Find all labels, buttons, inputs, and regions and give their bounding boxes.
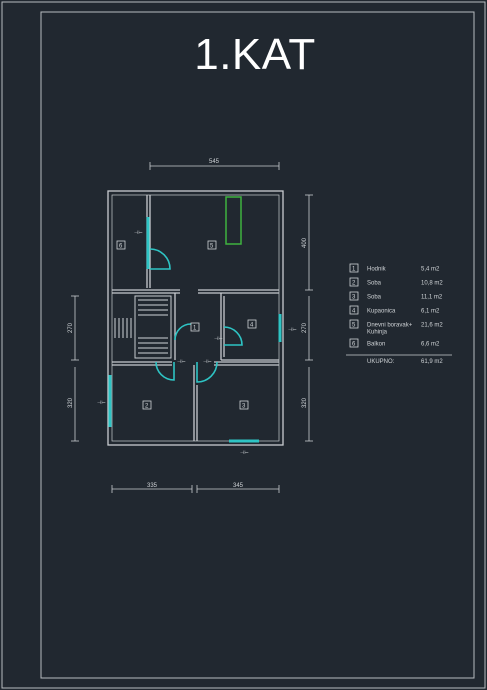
- table-row: 4 Kupaonica 6,1 m2: [349, 305, 440, 315]
- table-row: 5 Dnevni boravak+Kuhinja 21,6 m2: [349, 319, 443, 336]
- table-row: 3 Soba 11,1 m2: [349, 291, 443, 301]
- room-tag-3: 3: [242, 404, 246, 410]
- dim-right-middle: 270: [302, 322, 308, 333]
- inner-frame: [40, 11, 475, 679]
- row-number-box: [349, 305, 359, 315]
- marker: ⊣⊢: [134, 229, 143, 236]
- dim-top: 545: [209, 159, 220, 165]
- row-room-name: Dnevni boravak+Kuhinja: [367, 323, 413, 336]
- row-area: 10,8 m2: [421, 281, 443, 287]
- door-bathroom: [223, 326, 243, 346]
- row-number: 4: [352, 309, 356, 315]
- row-area: 5,4 m2: [421, 267, 440, 273]
- row-area: 21,6 m2: [421, 323, 443, 329]
- dim-left-lower: 320: [68, 397, 74, 408]
- table-row: 1 Hodnik 5,4 m2: [349, 263, 440, 273]
- room-tag-1: 1: [193, 326, 197, 332]
- row-room-name: Balkon: [367, 342, 385, 348]
- row-number: 5: [352, 323, 356, 329]
- door-room-2: [155, 361, 175, 381]
- row-room-name: Soba: [367, 281, 382, 287]
- dimension-labels: 545 270 320 400 270 320 335 345: [68, 159, 308, 489]
- marker: ⊣⊢: [214, 335, 223, 342]
- dim-right-lower: 320: [302, 397, 308, 408]
- dim-left-upper: 270: [68, 322, 74, 333]
- row-room-name: Soba: [367, 295, 382, 301]
- row-room-name: Hodnik: [367, 267, 387, 273]
- room-tag-2: 2: [145, 404, 149, 410]
- outer-wall: [107, 190, 284, 446]
- marker: ⊣⊢: [97, 399, 106, 406]
- table-total-label: UKUPNO:: [367, 359, 395, 365]
- marker: ⊣⊢: [203, 358, 212, 365]
- row-area: 6,6 m2: [421, 342, 440, 348]
- row-number: 1: [352, 267, 356, 273]
- row-number-box: [349, 338, 359, 348]
- room-tags: 6 5 1 4 2 3: [116, 240, 257, 410]
- row-area: 6,1 m2: [421, 309, 440, 315]
- row-number-box: [349, 319, 359, 329]
- row-number: 3: [352, 295, 356, 301]
- room-tag-5: 5: [210, 244, 214, 250]
- row-number: 2: [352, 281, 356, 287]
- staircase: [114, 299, 168, 354]
- windows: [108, 217, 282, 443]
- row-room-name: Kupaonica: [367, 309, 396, 315]
- row-number-box: [349, 291, 359, 301]
- dim-bottom-left: 335: [147, 483, 158, 489]
- room-tag-6: 6: [119, 244, 123, 250]
- doors: [149, 248, 243, 383]
- marker: ⊣⊢: [288, 326, 297, 333]
- marker: ⊣⊢: [177, 358, 186, 365]
- door-balcony: [149, 248, 171, 270]
- room-tag-4: 4: [250, 323, 254, 329]
- dimension-lines: [71, 162, 313, 493]
- table-row: 6 Balkon 6,6 m2: [349, 338, 440, 348]
- table-row: 2 Soba 10,8 m2: [349, 277, 443, 287]
- door-living: [174, 323, 192, 341]
- door-room-3: [196, 361, 218, 383]
- table-total-area: 61,9 m2: [421, 359, 443, 365]
- row-number-box: [349, 263, 359, 273]
- dim-bottom-right: 345: [233, 483, 244, 489]
- opening-markers: ⊣⊢ ⊣⊢ ⊣⊢ ⊣⊢ ⊣⊢ ⊣⊢ ⊣⊢: [97, 229, 297, 456]
- row-number-box: [349, 277, 359, 287]
- dim-right-upper: 400: [302, 237, 308, 248]
- chimney: [225, 196, 242, 245]
- marker: ⊣⊢: [240, 449, 249, 456]
- stair-box: [134, 295, 172, 359]
- floor-title: 1.KAT: [194, 30, 316, 79]
- row-area: 11,1 m2: [421, 295, 443, 301]
- row-number: 6: [352, 342, 356, 348]
